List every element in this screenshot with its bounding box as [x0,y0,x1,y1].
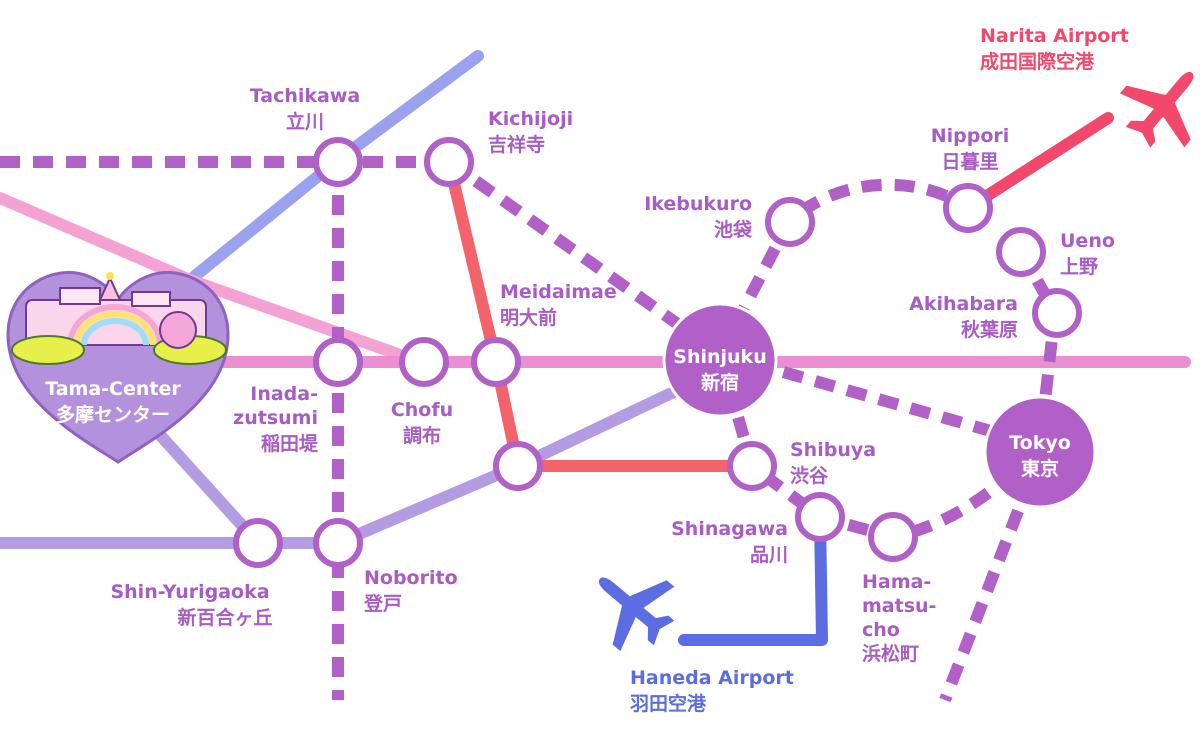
station-shibuya[interactable] [727,441,777,491]
label-hamamatsucho-en2: matsu- [862,595,936,617]
station-shin-yurigaoka[interactable] [233,518,283,568]
label-noborito-en: Noborito [364,567,458,589]
label-ueno-en: Ueno [1060,230,1115,252]
label-shibuya-jp: 渋谷 [790,464,829,487]
tama-center-building-illustration [11,272,227,365]
label-shinjuku-jp: 新宿 [701,371,739,394]
label-akihabara-jp: 秋葉原 [961,318,1018,341]
label-tachikawa-en: Tachikawa [250,85,360,107]
station-labels: Tachikawa 立川 Kichijoji 吉祥寺 Ikebukuro 池袋 … [110,85,1114,665]
line-lavender [0,364,726,549]
label-haneda-jp: 羽田空港 [630,692,707,715]
label-shinjuku-en: Shinjuku [673,346,766,368]
station-ueno[interactable] [996,227,1046,277]
station-tama-center-jp: 多摩センター [56,403,170,426]
station-shinagawa[interactable] [795,492,845,542]
label-ueno-jp: 上野 [1060,256,1098,278]
label-kichijoji-en: Kichijoji [488,108,573,130]
station-hamamatsucho[interactable] [868,512,918,562]
label-nippori-en: Nippori [931,125,1010,147]
label-meidaimae-en: Meidaimae [500,281,617,303]
label-noborito-jp: 登戸 [363,592,402,615]
label-inada-zutsumi-en1: Inada- [250,383,318,405]
label-tokyo-en: Tokyo [1009,432,1071,454]
label-hamamatsucho-en3: cho [862,619,900,641]
label-shin-yurigaoka-en: Shin-Yurigaoka [110,581,269,603]
stations [233,137,1097,568]
station-noborito[interactable] [313,518,363,568]
station-tachikawa[interactable] [313,137,363,187]
hub-tokyo[interactable] [983,395,1097,509]
station-chofu[interactable] [399,337,449,387]
label-nippori-jp: 日暮里 [941,151,998,173]
line-narita [962,112,1114,214]
label-shibuya-en: Shibuya [790,439,876,461]
label-haneda-en: Haneda Airport [630,667,794,689]
airplane-icon [1119,71,1194,148]
label-narita-jp: 成田国際空港 [980,50,1095,73]
airport-haneda[interactable]: Haneda Airport 羽田空港 [573,547,794,715]
label-narita-en: Narita Airport [980,25,1129,47]
label-akihabara-en: Akihabara [909,293,1018,315]
line-red [443,156,758,472]
label-hamamatsucho-jp: 浜松町 [862,642,919,665]
label-hamamatsucho-en1: Hama- [862,571,931,593]
rail-lines [0,50,1191,703]
label-tokyo-jp: 東京 [1021,457,1059,480]
label-chofu-en: Chofu [391,399,453,421]
tama-center-heart[interactable]: Tama-Center 多摩センター [6,271,230,464]
label-inada-zutsumi-jp: 稲田堤 [261,433,319,455]
airplane-icon [598,577,675,652]
label-ikebukuro-en: Ikebukuro [644,193,752,215]
label-shin-yurigaoka-jp: 新百合ヶ丘 [177,606,272,629]
airport-narita[interactable]: Narita Airport 成田国際空港 [980,25,1200,164]
label-chofu-jp: 調布 [403,424,441,447]
label-ikebukuro-jp: 池袋 [714,218,753,241]
label-shinagawa-jp: 品川 [750,544,788,566]
line-haneda [678,511,828,646]
station-akihabara[interactable] [1032,288,1082,338]
station-nippori[interactable] [943,183,993,233]
station-kichijoji[interactable] [424,137,474,187]
station-ikebukuro[interactable] [765,197,815,247]
label-meidaimae-jp: 明大前 [500,306,557,329]
hub-shinjuku[interactable] [662,302,778,418]
station-inada-zutsumi[interactable] [313,337,363,387]
station-kitami-junction[interactable] [493,441,543,491]
label-kichijoji-jp: 吉祥寺 [488,133,545,156]
label-tachikawa-jp: 立川 [286,110,324,133]
label-shinagawa-en: Shinagawa [671,518,788,540]
label-inada-zutsumi-en2: zutsumi [233,407,318,429]
station-meidaimae[interactable] [471,337,521,387]
station-tama-center-en: Tama-Center [45,378,181,400]
